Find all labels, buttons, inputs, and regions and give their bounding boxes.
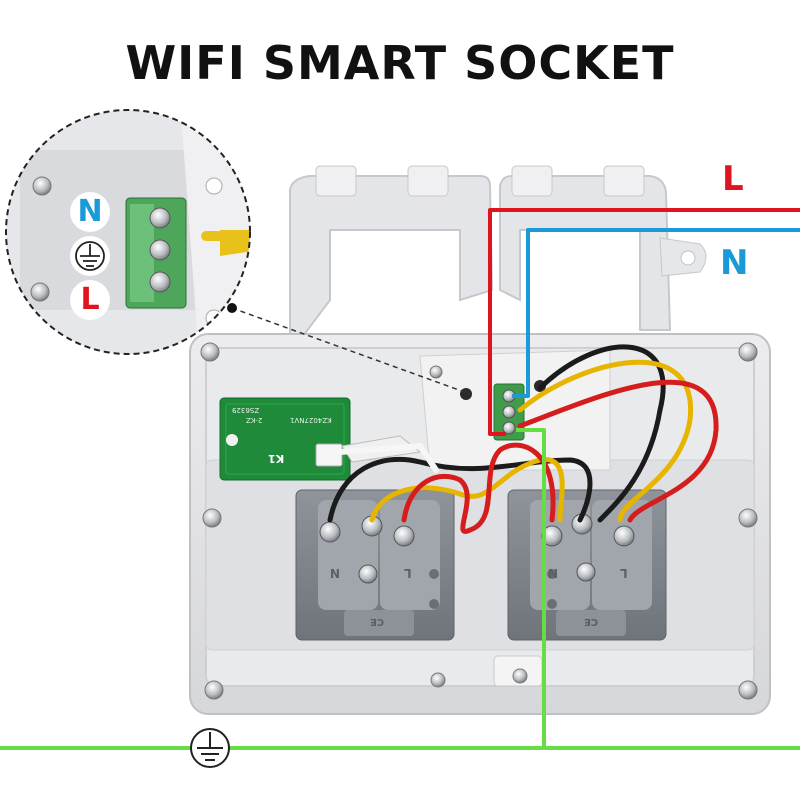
ground-symbol-icon [190, 728, 230, 768]
inset-ground-symbol-icon [75, 241, 105, 271]
module-board-label: K1 [268, 452, 285, 465]
socket-right-l-label: L [620, 566, 628, 580]
feed-wires [0, 208, 800, 750]
socket-right-n-label: N [548, 566, 559, 580]
neutral-wire [512, 228, 800, 398]
module-print-2: 2-KZ [246, 416, 263, 424]
page-title: WIFI SMART SOCKET [125, 36, 675, 90]
internal-wire-yellow-2 [369, 457, 565, 523]
socket-left-earth-label: CE [370, 616, 385, 627]
internal-wire-white [337, 442, 439, 473]
inset-pointer-line [231, 307, 471, 395]
zoom-inset [5, 109, 251, 355]
internal-wire-yellow [517, 359, 693, 523]
internal-wire-red [517, 379, 719, 523]
earth-wire [0, 428, 800, 750]
socket-left [295, 489, 455, 641]
neutral-wire-label: N [720, 243, 749, 283]
socket-left-n-label: N [330, 566, 341, 580]
socket-right-earth-label: CE [584, 616, 599, 627]
internal-wire-black [537, 344, 666, 523]
housing-screws [200, 342, 758, 700]
internal-wiring [327, 344, 719, 534]
socket-left-l-label: L [404, 566, 412, 580]
internal-wire-red-2 [401, 442, 556, 534]
inset-pointer-dot [227, 303, 237, 313]
internal-wire-black-2 [327, 456, 593, 523]
inset-live-label: L [80, 282, 100, 317]
live-wire-label: L [722, 159, 744, 199]
inset-neutral-label: N [77, 194, 103, 229]
module-print-3: KZ4027NV1 [290, 416, 332, 424]
live-wire [488, 208, 800, 436]
housing-top-covers [289, 165, 707, 341]
module-print-1: ZS6329 [232, 406, 260, 414]
